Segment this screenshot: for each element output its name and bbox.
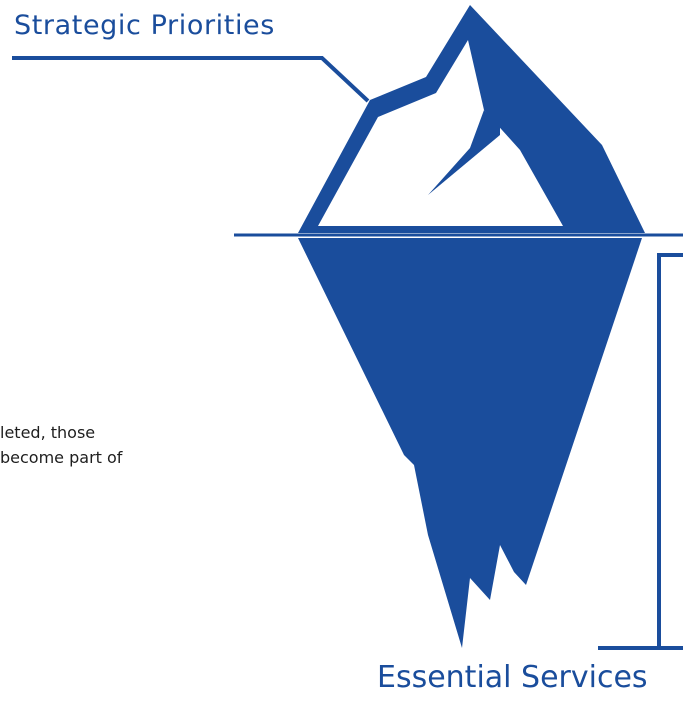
iceberg-submerged: [298, 238, 642, 648]
body-text-line: become part of: [0, 448, 123, 467]
body-text-line: leted, those: [0, 423, 96, 442]
label-essential-services: Essential Services: [377, 660, 648, 695]
iceberg-tip-shade: [428, 110, 500, 195]
label-strategic-priorities: Strategic Priorities: [14, 10, 275, 41]
body-text: leted, those become part of: [0, 420, 165, 470]
iceberg-tip: [298, 5, 645, 233]
depth-bracket: [657, 253, 683, 650]
callout-line: [12, 56, 370, 103]
